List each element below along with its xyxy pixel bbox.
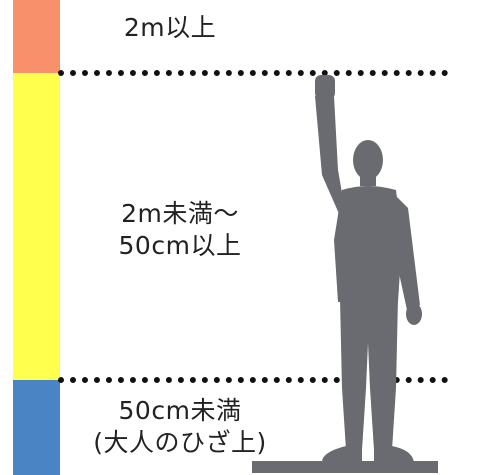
label-mid-line1: 2m未満～ [121,199,239,228]
label-50cm-to-2m: 2m未満～ 50cm以上 [75,198,285,262]
label-low-line2: (大人のひざ上) [93,428,267,457]
band-below-50cm [13,380,60,475]
label-below-50cm: 50cm未満 (大人のひざ上) [65,395,295,459]
band-2m-above [13,0,60,73]
dotted-line-2m [58,70,448,76]
label-2m-above: 2m以上 [80,12,260,44]
label-2m-above-line1: 2m以上 [123,13,217,42]
label-mid-line2: 50cm以上 [118,231,242,260]
label-low-line1: 50cm未満 [118,396,242,425]
band-50cm-to-2m [13,73,60,380]
dotted-line-50cm [58,377,448,383]
